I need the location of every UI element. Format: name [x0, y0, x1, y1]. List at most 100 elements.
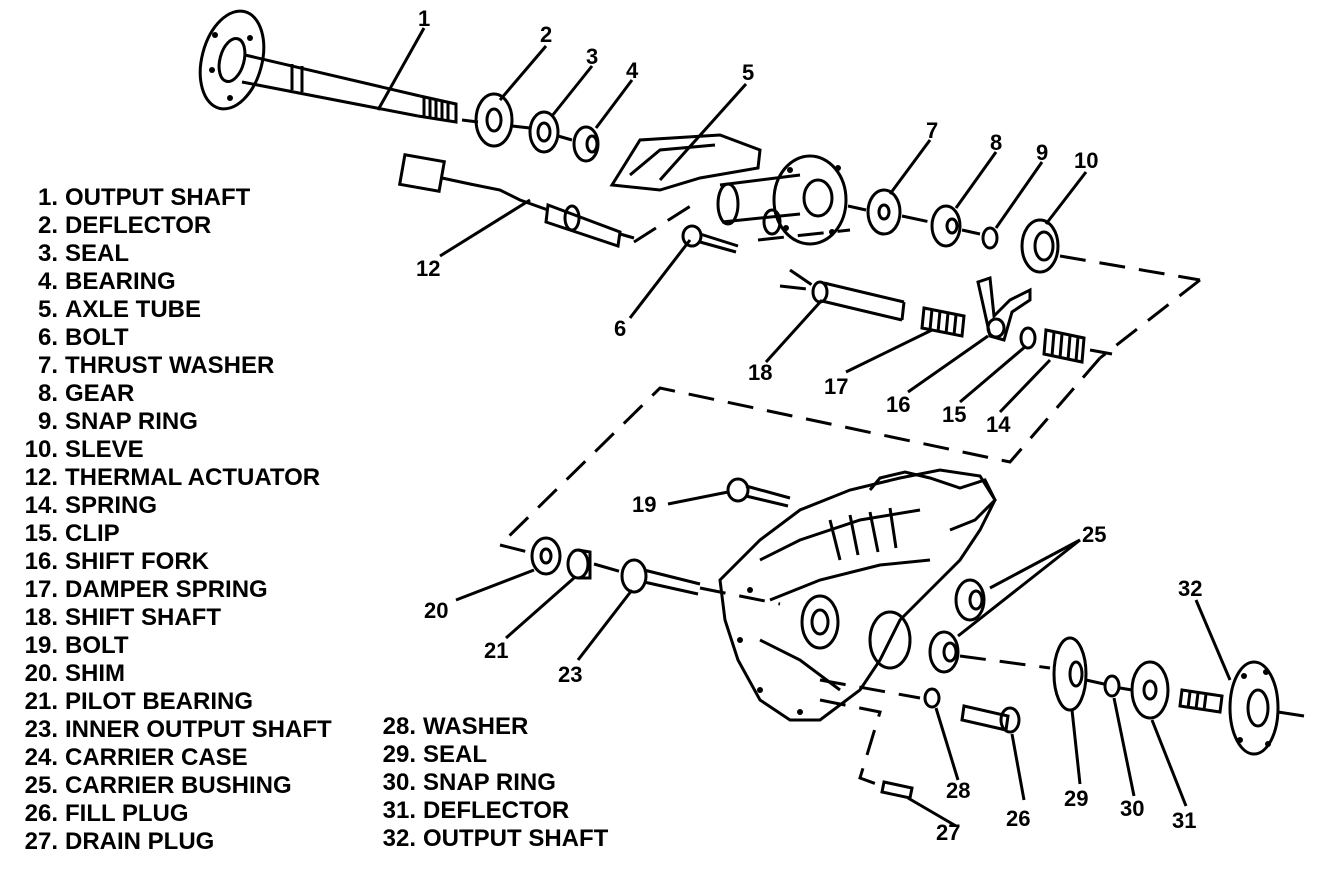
- part-washer-lower: [923, 687, 941, 709]
- legend-item: 18.SHIFT SHAFT: [0, 604, 332, 632]
- legend-item-number: 5.: [37, 296, 58, 323]
- part-drain-plug: [880, 780, 914, 800]
- part-spring: [1042, 328, 1086, 364]
- part-snap-ring-lower: [1103, 674, 1121, 698]
- part-inner-output-shaft: [620, 558, 781, 606]
- part-snap-ring-upper: [981, 226, 999, 250]
- legend-item-label: DEFLECTOR: [65, 212, 212, 239]
- part-deflector-upper: [474, 92, 514, 148]
- legend-item-number: 2.: [37, 212, 58, 239]
- legend-item-label: SLEVE: [65, 436, 144, 463]
- callout-18: 18: [748, 360, 772, 385]
- legend-item-number: 6.: [37, 324, 58, 351]
- callout-12: 12: [416, 256, 440, 281]
- callout-27: 27: [936, 820, 960, 845]
- legend-item-number: 29.: [382, 741, 416, 768]
- callout-19: 19: [632, 492, 656, 517]
- callout-4: 4: [626, 58, 639, 83]
- legend-item: 29. SEAL: [358, 741, 608, 769]
- callout-1: 1: [418, 6, 430, 31]
- legend-item: 26.FILL PLUG: [0, 800, 332, 828]
- legend-item-label: DAMPER SPRING: [65, 576, 268, 603]
- callout-2: 2: [540, 22, 552, 47]
- legend-item: 27. DRAIN PLUG: [0, 828, 332, 856]
- legend-item-number: 17.: [24, 576, 58, 603]
- legend-item: 24.CARRIER CASE: [0, 744, 332, 772]
- callout-8: 8: [990, 130, 1002, 155]
- callout-9: 9: [1036, 140, 1048, 165]
- callout-14: 14: [986, 412, 1011, 437]
- callout-31: 31: [1172, 808, 1196, 833]
- legend-item-label: FILL PLUG: [65, 800, 189, 827]
- legend-item: 10. SLEVE: [0, 436, 332, 464]
- callout-20: 20: [424, 598, 448, 623]
- part-shim: [530, 536, 562, 576]
- legend-item-label: CARRIER BUSHING: [65, 772, 292, 799]
- callout-29: 29: [1064, 786, 1088, 811]
- legend-item-label: THRUST WASHER: [65, 352, 275, 379]
- legend-item: 3.SEAL: [0, 240, 332, 268]
- part-gear: [930, 204, 962, 248]
- legend-item-label: PILOT BEARING: [65, 688, 254, 715]
- callout-5: 5: [742, 60, 754, 85]
- legend-item-number: 7.: [37, 352, 58, 379]
- part-output-shaft-lower: [1178, 660, 1305, 756]
- legend-item-label: SNAP RING: [423, 769, 556, 796]
- callout-32: 32: [1178, 576, 1202, 601]
- legend-item-label: SHIFT SHAFT: [65, 604, 221, 631]
- legend-item: 19. BOLT: [0, 632, 332, 660]
- legend-item-label: BOLT: [65, 324, 129, 351]
- legend-item-label: SNAP RING: [65, 408, 198, 435]
- legend-item: 23.INNER OUTPUT SHAFT: [0, 716, 332, 744]
- legend-item: 7. THRUST WASHER: [0, 352, 332, 380]
- legend-item-number: 21.: [24, 688, 58, 715]
- legend-item-label: INNER OUTPUT SHAFT: [65, 716, 332, 743]
- legend-item-label: CLIP: [65, 520, 120, 547]
- legend-item: 32.OUTPUT SHAFT: [358, 825, 609, 853]
- legend-item-number: 9.: [37, 408, 58, 435]
- part-shift-fork: [976, 275, 1032, 342]
- legend-item: 31.DEFLECTOR: [358, 797, 608, 825]
- part-axle-tube: [609, 133, 848, 246]
- legend-item: 9. SNAP RING: [0, 408, 332, 436]
- legend-item-label: OUTPUT SHAFT: [65, 184, 251, 211]
- legend-item-number: 30.: [382, 769, 416, 796]
- callout-10: 10: [1074, 148, 1098, 173]
- legend-item-number: 14.: [24, 492, 58, 519]
- legend-item: 6. BOLT: [0, 324, 332, 352]
- part-carrier-bushing: [928, 578, 986, 674]
- legend-item-label: DRAIN PLUG: [65, 828, 215, 855]
- legend-item: 20.SHIM: [0, 660, 332, 688]
- callout-23: 23: [558, 662, 582, 687]
- legend-item: 14.SPRING: [0, 492, 332, 520]
- legend-item-number: 20.: [24, 660, 58, 687]
- legend-item: 17. DAMPER SPRING: [0, 576, 332, 604]
- legend-item-label: BEARING: [65, 268, 176, 295]
- legend-item-number: 10.: [24, 436, 58, 463]
- callout-3: 3: [586, 44, 598, 69]
- legend-item-label: AXLE TUBE: [65, 296, 202, 323]
- legend-item-number: 1.: [37, 184, 58, 211]
- legend-item-label: THERMAL ACTUATOR: [65, 464, 321, 491]
- part-carrier-case: [718, 468, 997, 722]
- legend-item: 16.SHIFT FORK: [0, 548, 332, 576]
- part-damper-spring: [920, 306, 966, 338]
- part-shift-shaft: [811, 280, 906, 322]
- legend-item-label: SEAL: [423, 741, 488, 768]
- legend-item: 30. SNAP RING: [358, 769, 608, 797]
- legend-item-number: 25.: [24, 772, 58, 799]
- callout-25: 25: [1082, 522, 1106, 547]
- part-output-shaft-upper: [198, 9, 458, 124]
- part-deflector-lower: [1130, 660, 1170, 720]
- legend-item-label: GEAR: [65, 380, 135, 407]
- part-seal-upper: [528, 110, 560, 154]
- part-fill-plug: [960, 704, 1021, 734]
- legend-item-label: BOLT: [65, 632, 129, 659]
- legend-item-number: 27.: [24, 828, 58, 855]
- legend-item: 5. AXLE TUBE: [0, 296, 332, 324]
- part-bolt-upper: [681, 224, 739, 254]
- callout-30: 30: [1120, 796, 1144, 821]
- legend-item-number: 19.: [24, 632, 58, 659]
- legend-item-label: CARRIER CASE: [65, 744, 248, 771]
